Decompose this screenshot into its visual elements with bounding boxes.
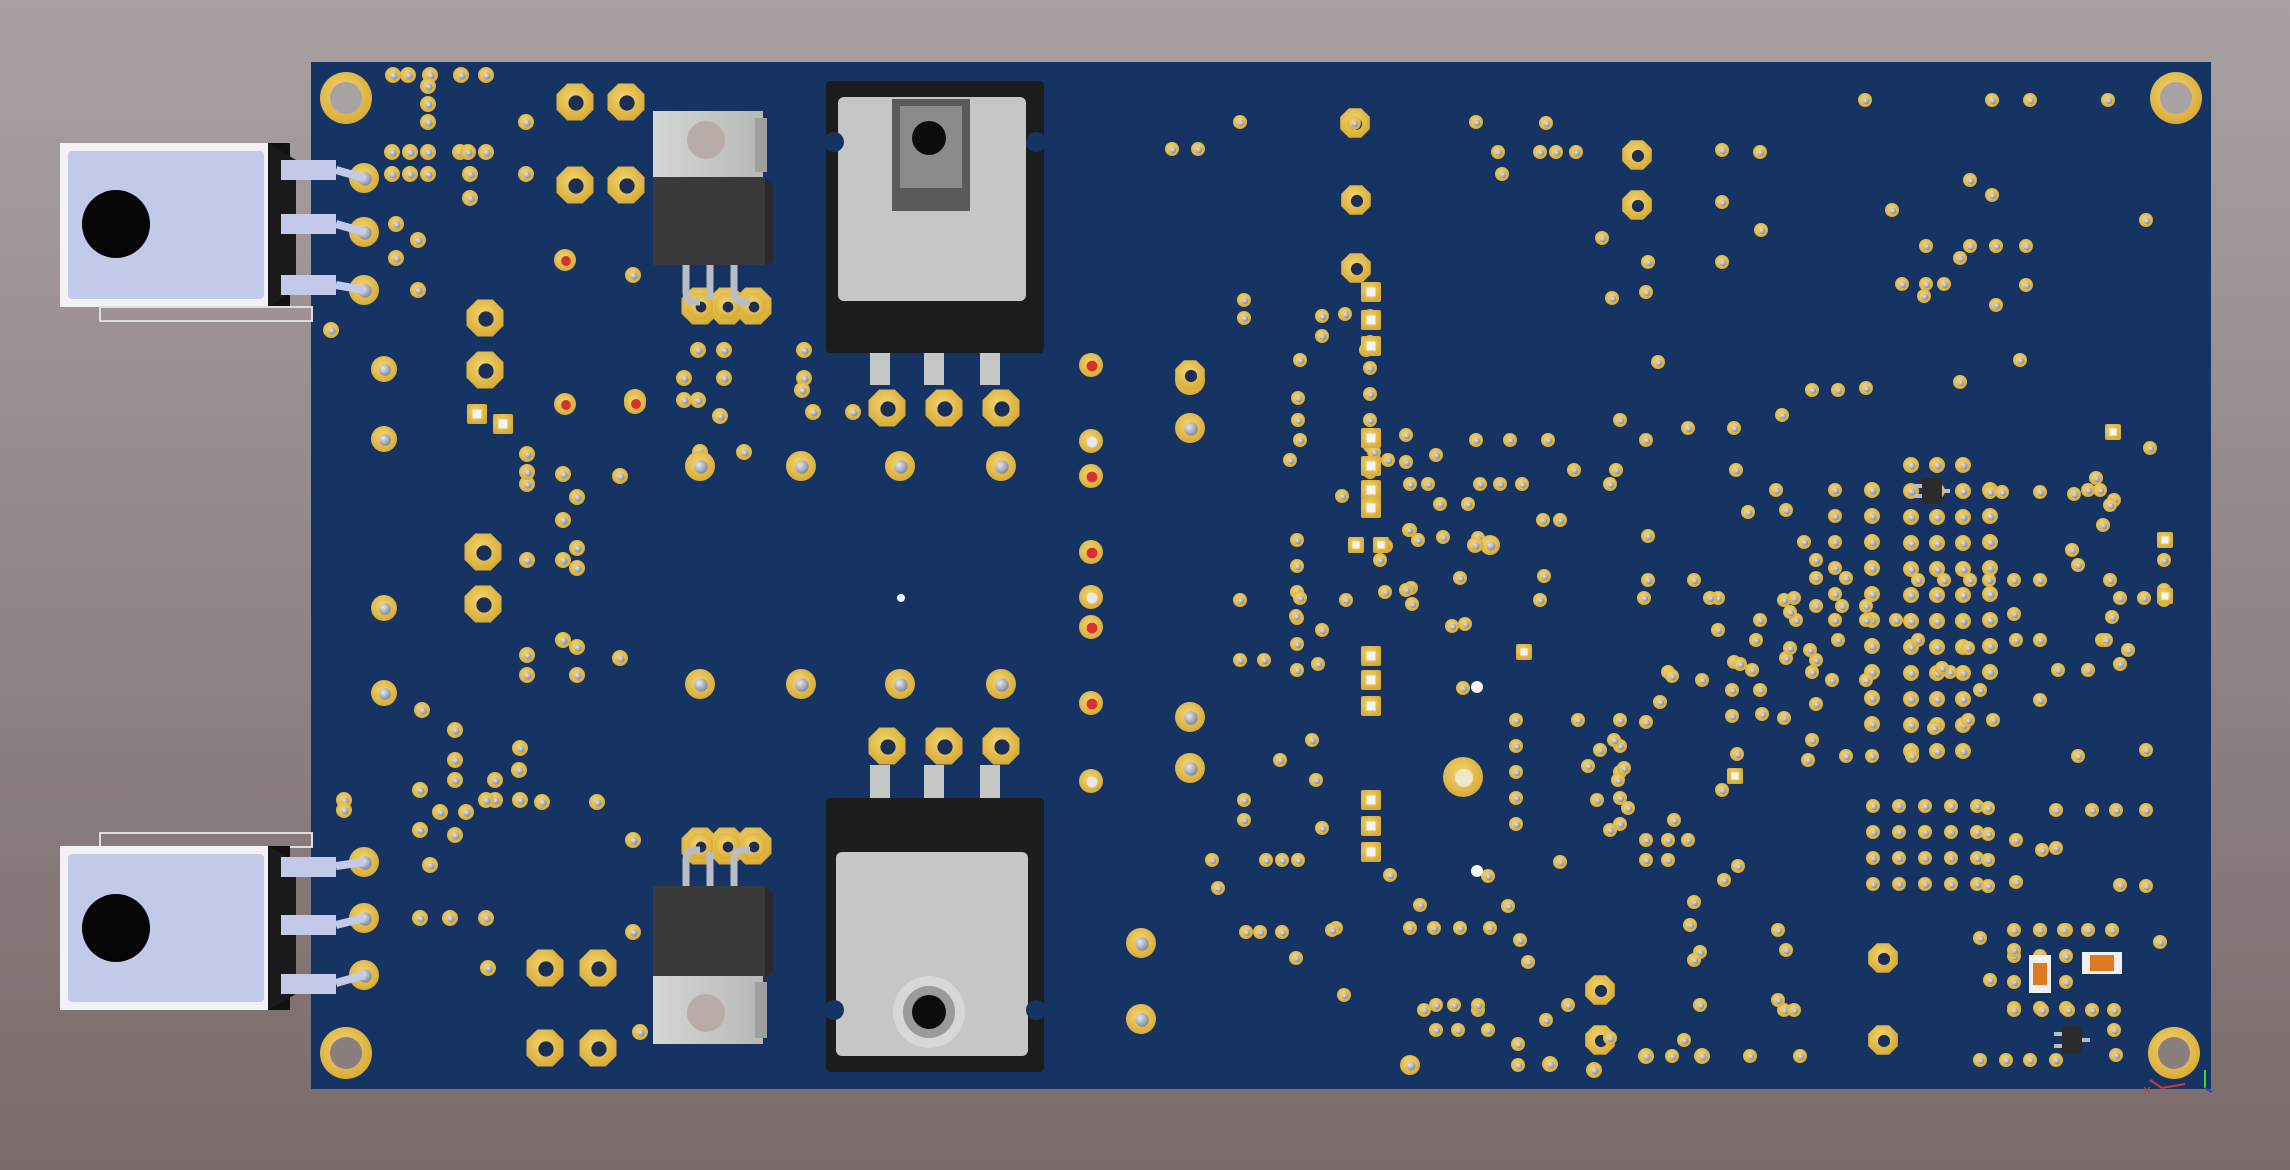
regulator-to220-top[interactable] — [653, 111, 773, 306]
smd-transistor-sot23-1[interactable] — [1914, 478, 1950, 504]
smd-resistor-orange-2[interactable] — [2082, 952, 2122, 974]
svg-text:×: × — [2142, 1083, 2152, 1097]
barrel-jack-top[interactable] — [60, 143, 366, 322]
mosfet-to247-top[interactable] — [824, 81, 1046, 385]
regulator-to220-bottom[interactable] — [653, 846, 773, 1044]
mosfet-to247-bottom[interactable] — [824, 765, 1046, 1072]
barrel-jack-bottom[interactable] — [60, 832, 366, 1010]
jack-socket-icon — [82, 894, 150, 962]
axis-triad-icon: × — [2142, 1070, 2213, 1097]
pcb-board[interactable] — [311, 62, 2211, 1089]
smd-transistor-sot23-2[interactable] — [2054, 1026, 2090, 1054]
jack-socket-icon — [82, 190, 150, 258]
smd-resistor-orange-1[interactable] — [2029, 955, 2051, 993]
mounting-holes — [320, 72, 2202, 1079]
